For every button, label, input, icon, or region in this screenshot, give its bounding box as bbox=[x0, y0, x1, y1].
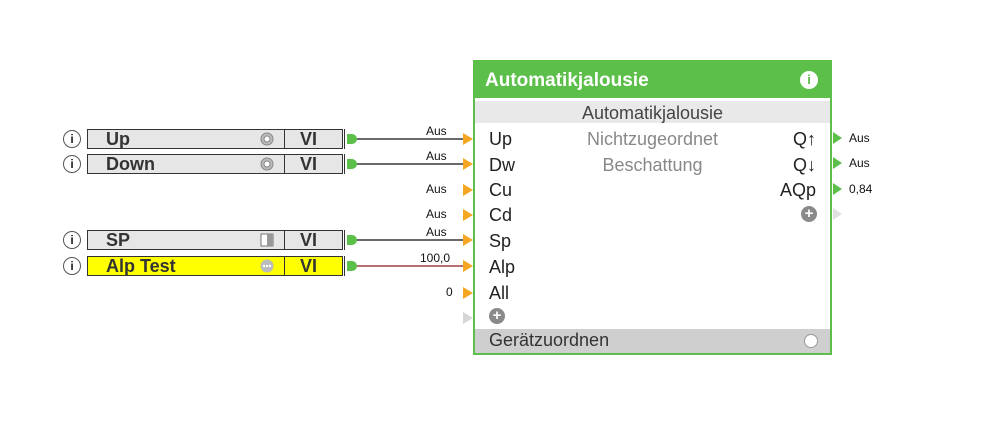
wire-value-all: 0 bbox=[446, 285, 453, 299]
pin-label-dw: Dw bbox=[489, 155, 515, 175]
dots-icon bbox=[260, 259, 274, 273]
pin-label-alp: Alp bbox=[489, 257, 516, 277]
info-icon[interactable]: i bbox=[63, 231, 81, 249]
info-icon[interactable]: i bbox=[63, 257, 81, 275]
pin-label-q-up: Q↑ bbox=[792, 129, 816, 149]
wire-value-dw: Aus bbox=[426, 149, 447, 163]
pin-label-aqp: AQp bbox=[779, 180, 816, 200]
input-pin-add[interactable] bbox=[463, 312, 473, 324]
pin-label-cd: Cd bbox=[489, 205, 513, 225]
input-pin-dw[interactable] bbox=[463, 158, 473, 170]
input-pin-sp[interactable] bbox=[463, 234, 473, 246]
input-name: Up bbox=[106, 129, 130, 149]
input-pin-all[interactable] bbox=[463, 287, 473, 299]
pin-label-q-down: Q↓ bbox=[792, 155, 816, 175]
add-output-icon[interactable]: + bbox=[801, 206, 817, 222]
output-value-q-up: Aus bbox=[849, 131, 870, 145]
pin-label-up: Up bbox=[489, 129, 513, 149]
input-block-sp[interactable]: i SP VI bbox=[63, 229, 346, 251]
radio-icon bbox=[260, 157, 274, 171]
input-type: VI bbox=[300, 256, 318, 276]
radio-icon bbox=[260, 132, 274, 146]
block-header[interactable]: Automatikjalousie i bbox=[475, 62, 830, 98]
output-pin-add[interactable] bbox=[833, 208, 842, 220]
output-port-up[interactable] bbox=[347, 134, 357, 144]
block-footer[interactable]: Gerätzuordnen bbox=[475, 329, 830, 353]
assign-device-label: Gerätzuordnen bbox=[489, 330, 610, 350]
input-pin-up[interactable] bbox=[463, 133, 473, 145]
output-value-aqp: 0,84 bbox=[849, 182, 873, 196]
output-pin-q-up[interactable] bbox=[833, 132, 842, 144]
output-pin-aqp[interactable] bbox=[833, 183, 842, 195]
assignment-status: Nichtzugeordnet bbox=[586, 129, 719, 149]
input-name: Alp Test bbox=[106, 256, 176, 276]
info-icon[interactable]: i bbox=[63, 155, 81, 173]
input-pin-cd[interactable] bbox=[463, 209, 473, 221]
wire-value-sp: Aus bbox=[426, 225, 447, 239]
pin-label-cu: Cu bbox=[489, 180, 513, 200]
add-input-icon[interactable]: + bbox=[489, 308, 505, 324]
input-block-alp-test[interactable]: i Alp Test VI bbox=[63, 255, 346, 277]
output-pin-q-down[interactable] bbox=[833, 157, 842, 169]
block-mode: Beschattung bbox=[602, 155, 703, 175]
automatikjalousie-block[interactable]: Automatikjalousie i Automatikjalousie Ni… bbox=[473, 60, 832, 355]
output-value-q-down: Aus bbox=[849, 156, 870, 170]
block-title: Automatikjalousie bbox=[485, 70, 649, 91]
input-type: VI bbox=[300, 129, 318, 149]
wire-value-alp: 100,0 bbox=[420, 251, 451, 265]
half-square-icon bbox=[260, 233, 274, 247]
wire-value-up: Aus bbox=[426, 124, 447, 138]
subtitle-band bbox=[475, 101, 830, 123]
wire-value-cu: Aus bbox=[426, 182, 447, 196]
input-pin-cu[interactable] bbox=[463, 184, 473, 196]
wire-value-cd: Aus bbox=[426, 207, 447, 221]
gear-icon[interactable] bbox=[804, 334, 818, 348]
input-block-down[interactable]: i Down VI bbox=[63, 153, 346, 175]
input-pin-alp[interactable] bbox=[463, 260, 473, 272]
input-type: VI bbox=[300, 230, 318, 250]
input-name: Down bbox=[106, 154, 155, 174]
output-port-down[interactable] bbox=[347, 159, 357, 169]
output-port-sp[interactable] bbox=[347, 235, 357, 245]
block-subtitle: Automatikjalousie bbox=[581, 103, 724, 123]
info-icon[interactable]: i bbox=[63, 130, 81, 148]
pin-label-all: All bbox=[489, 283, 510, 303]
input-block-up[interactable]: i Up VI bbox=[63, 128, 346, 150]
input-type: VI bbox=[300, 154, 318, 174]
info-icon[interactable]: i bbox=[800, 71, 818, 89]
input-name: SP bbox=[106, 230, 131, 250]
pin-label-sp: Sp bbox=[489, 231, 512, 251]
output-port-alp[interactable] bbox=[347, 261, 357, 271]
